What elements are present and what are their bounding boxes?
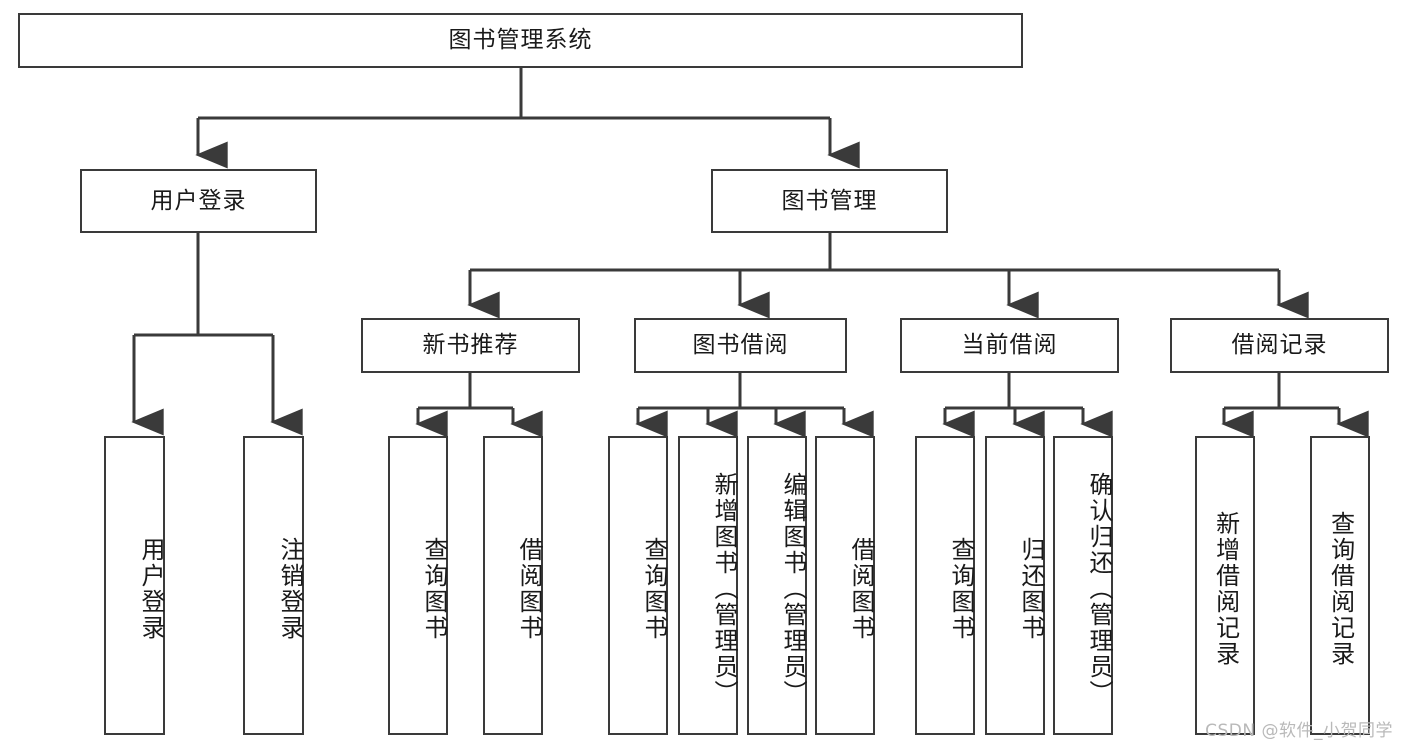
leaf-borrow-edit-book-admin[interactable]: 编辑图书（管理员） [747,436,807,735]
node-book-management[interactable]: 图书管理 [711,169,948,233]
node-current-borrowing[interactable]: 当前借阅 [900,318,1119,373]
node-label: 借阅记录 [1231,332,1328,359]
node-label: 查询图书 [947,536,975,641]
leaf-borrow-query-book[interactable]: 查询图书 [608,436,668,735]
node-label: 用户登录 [137,536,165,641]
leaf-new-book-borrow-book[interactable]: 借阅图书 [483,436,543,735]
node-book-borrowing[interactable]: 图书借阅 [634,318,847,373]
node-label: 编辑图书（管理员） [779,471,807,706]
node-label: 新增借阅记录 [1211,510,1240,667]
node-label: 图书借阅 [692,332,789,359]
leaf-current-confirm-return-admin[interactable]: 确认归还（管理员） [1053,436,1113,735]
node-label: 新书推荐 [422,332,519,359]
csdn-watermark: CSDN @软件_小贺同学 [1205,721,1393,741]
leaf-current-query-book[interactable]: 查询图书 [915,436,975,735]
leaf-record-query-borrow-record[interactable]: 查询借阅记录 [1310,436,1370,735]
node-label: 借阅图书 [515,536,543,641]
node-label: 用户登录 [150,187,247,214]
leaf-current-return-book[interactable]: 归还图书 [985,436,1045,735]
node-label: 归还图书 [1017,536,1045,641]
leaf-borrow-add-book-admin[interactable]: 新增图书（管理员） [678,436,738,735]
leaf-user-login-login[interactable]: 用户登录 [104,436,165,735]
node-borrowing-records[interactable]: 借阅记录 [1170,318,1389,373]
node-label: 查询图书 [640,536,668,641]
node-user-login[interactable]: 用户登录 [80,169,317,233]
node-label: 借阅图书 [847,536,875,641]
leaf-record-add-borrow-record[interactable]: 新增借阅记录 [1195,436,1255,735]
node-label: 查询图书 [420,536,448,641]
leaf-user-login-logout[interactable]: 注销登录 [243,436,304,735]
leaf-borrow-borrow-book[interactable]: 借阅图书 [815,436,875,735]
node-label: 查询借阅记录 [1326,510,1355,667]
leaf-new-book-query-book[interactable]: 查询图书 [388,436,448,735]
node-label: 图书管理系统 [448,27,593,54]
node-label: 确认归还（管理员） [1085,471,1113,706]
node-label: 新增图书（管理员） [710,471,738,706]
node-root-book-management-system[interactable]: 图书管理系统 [18,13,1023,68]
node-label: 当前借阅 [961,332,1058,359]
node-new-book-recommendation[interactable]: 新书推荐 [361,318,580,373]
node-label: 图书管理 [781,187,878,214]
node-label: 注销登录 [276,536,304,641]
